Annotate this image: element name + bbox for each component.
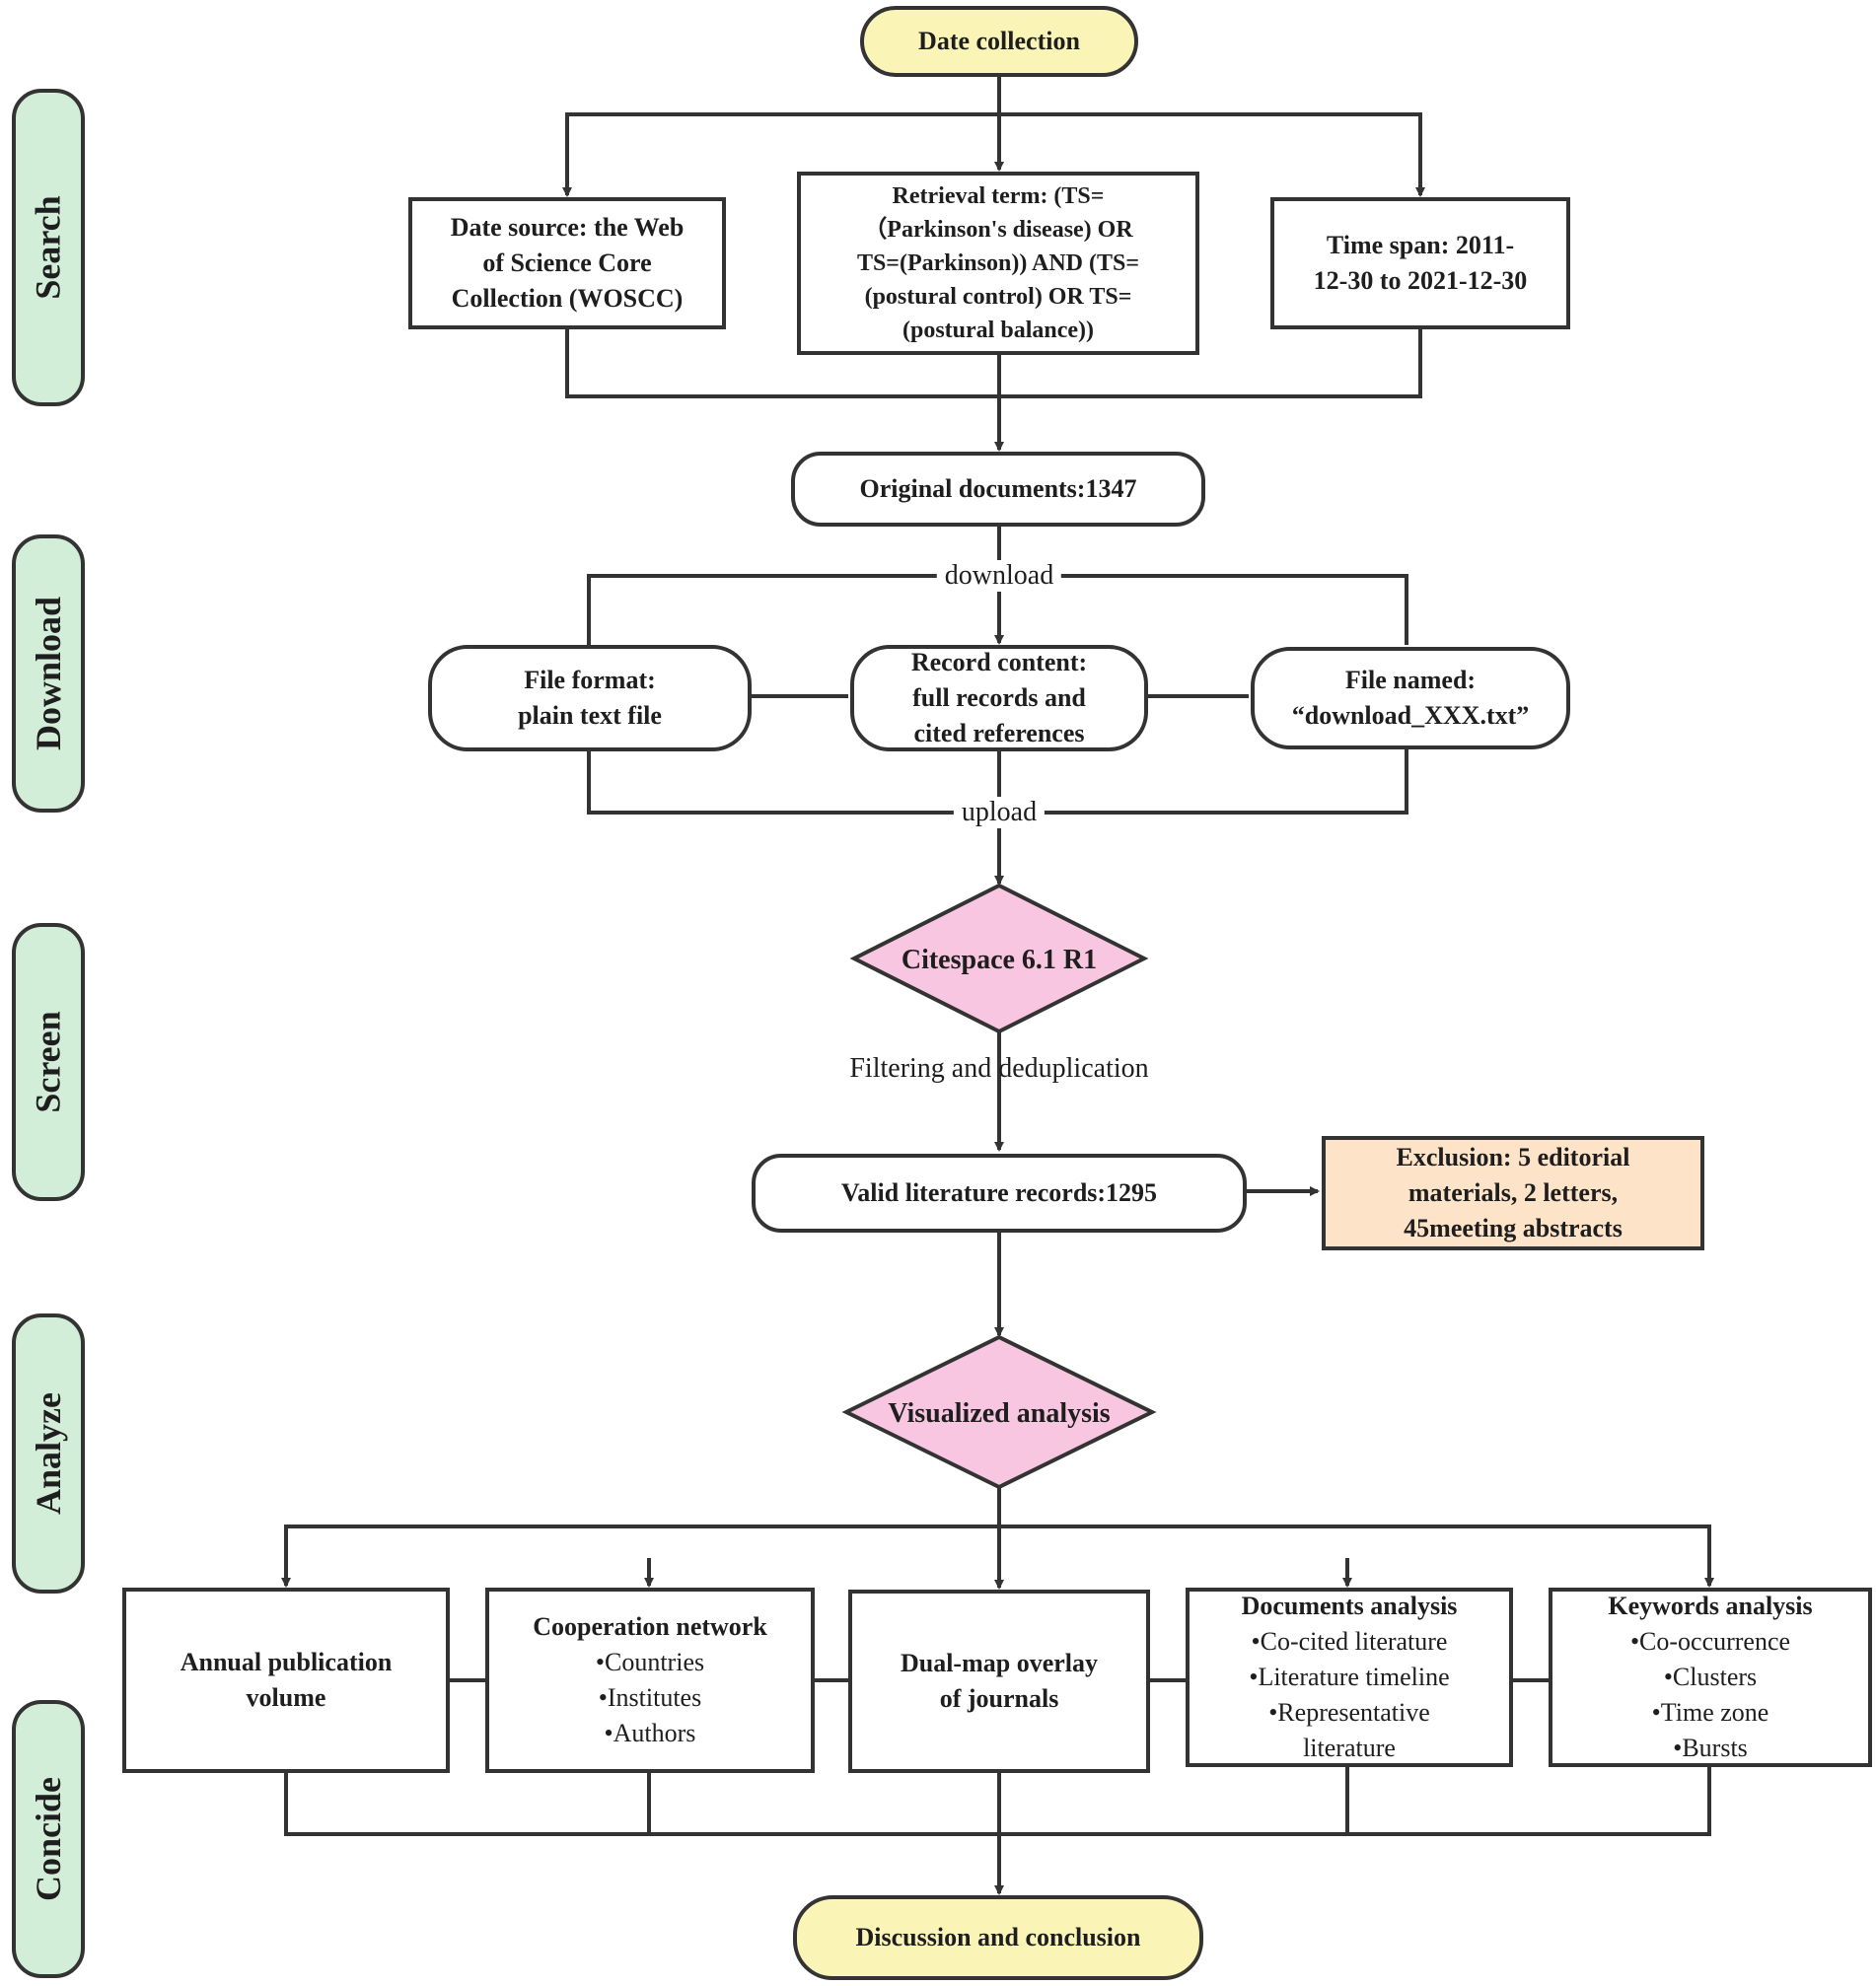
stage-conclude: Concide xyxy=(12,1700,85,1978)
documents-item-literature: literature xyxy=(1303,1734,1396,1762)
retrieval-term-line-3: TS=(Parkinson)) AND (TS= xyxy=(856,250,1140,276)
stage-screen: Screen xyxy=(12,923,85,1201)
cooperation-item-authors: •Authors xyxy=(604,1719,696,1747)
annual-publication-box: Annual publication volume xyxy=(122,1588,450,1773)
stage-analyze: Analyze xyxy=(12,1313,85,1594)
cooperation-title: Cooperation network xyxy=(533,1612,767,1641)
visualized-analysis-diamond xyxy=(841,1334,1157,1490)
file-named-line-1: File named: xyxy=(1344,666,1477,694)
citespace-diamond xyxy=(849,883,1149,1034)
download-label: download xyxy=(936,560,1062,592)
dual-map-box: Dual-map overlay of journals xyxy=(848,1590,1150,1773)
cooperation-network-box: Cooperation network •Countries •Institut… xyxy=(485,1588,815,1773)
cooperation-item-countries: •Countries xyxy=(595,1648,705,1676)
upload-label: upload xyxy=(953,797,1046,828)
keywords-item-cooccurrence: •Co-occurrence xyxy=(1629,1627,1791,1656)
keywords-item-bursts: •Bursts xyxy=(1673,1734,1748,1762)
record-content-node: Record content: full records and cited r… xyxy=(850,645,1148,751)
stage-download: Download xyxy=(12,534,85,813)
retrieval-term-line-2: （Parkinson's disease) OR xyxy=(863,217,1133,243)
date-collection-node: Date collection xyxy=(860,6,1138,77)
documents-item-cocited: •Co-cited literature xyxy=(1251,1627,1448,1656)
original-documents-node: Original documents:1347 xyxy=(791,452,1205,527)
retrieval-term-line-4: (postural control) OR TS= xyxy=(864,284,1132,310)
date-source-line-3: Collection (WOSCC) xyxy=(451,284,684,313)
cooperation-item-institutes: •Institutes xyxy=(598,1683,702,1712)
dual-map-line-1: Dual-map overlay xyxy=(900,1649,1099,1677)
valid-records-text: Valid literature records:1295 xyxy=(840,1178,1158,1207)
date-collection-text: Date collection xyxy=(918,27,1080,55)
time-span-line-1: Time span: 2011- xyxy=(1326,231,1515,259)
record-content-line-1: Record content: xyxy=(910,648,1088,676)
retrieval-term-line-5: (postural balance)) xyxy=(902,318,1094,343)
documents-title: Documents analysis xyxy=(1241,1592,1458,1620)
visualized-analysis-text: Visualized analysis xyxy=(888,1398,1111,1429)
exclusion-line-3: 45meeting abstracts xyxy=(1404,1214,1623,1242)
record-content-line-3: cited references xyxy=(913,719,1085,747)
retrieval-term-line-1: Retrieval term: (TS= xyxy=(892,183,1105,209)
time-span-line-2: 12-30 to 2021-12-30 xyxy=(1313,266,1528,295)
original-documents-text: Original documents:1347 xyxy=(859,474,1137,503)
annual-line-2: volume xyxy=(246,1683,326,1712)
date-source-line-2: of Science Core xyxy=(482,248,652,277)
stage-search: Search xyxy=(12,89,85,406)
exclusion-box: Exclusion: 5 editorial materials, 2 lett… xyxy=(1322,1136,1704,1250)
documents-item-timeline: •Literature timeline xyxy=(1249,1663,1450,1691)
keywords-item-clusters: •Clusters xyxy=(1663,1663,1758,1691)
keywords-title: Keywords analysis xyxy=(1608,1592,1813,1620)
filtering-label: Filtering and deduplication xyxy=(849,1053,1149,1084)
file-named-line-2: “download_XXX.txt” xyxy=(1291,701,1530,730)
discussion-conclusion-node: Discussion and conclusion xyxy=(793,1895,1203,1980)
discussion-conclusion-text: Discussion and conclusion xyxy=(855,1923,1141,1951)
valid-records-node: Valid literature records:1295 xyxy=(752,1154,1247,1233)
documents-item-representative: •Representative xyxy=(1268,1698,1430,1727)
file-format-line-2: plain text file xyxy=(518,701,662,730)
exclusion-line-2: materials, 2 letters, xyxy=(1407,1178,1619,1207)
citespace-text: Citespace 6.1 R1 xyxy=(901,945,1098,975)
file-format-line-1: File format: xyxy=(524,666,656,694)
file-named-node: File named: “download_XXX.txt” xyxy=(1251,647,1570,749)
dual-map-line-2: of journals xyxy=(939,1684,1059,1713)
time-span-box: Time span: 2011- 12-30 to 2021-12-30 xyxy=(1270,197,1570,329)
record-content-line-2: full records and xyxy=(912,683,1086,712)
retrieval-term-box: Retrieval term: (TS= （Parkinson's diseas… xyxy=(797,172,1199,355)
date-source-line-1: Date source: the Web xyxy=(450,213,685,242)
file-format-node: File format: plain text file xyxy=(428,645,752,751)
documents-analysis-box: Documents analysis •Co-cited literature … xyxy=(1186,1588,1513,1767)
keywords-analysis-box: Keywords analysis •Co-occurrence •Cluste… xyxy=(1549,1588,1872,1767)
keywords-item-timezone: •Time zone xyxy=(1651,1698,1769,1727)
date-source-box: Date source: the Web of Science Core Col… xyxy=(408,197,726,329)
annual-line-1: Annual publication xyxy=(180,1648,393,1676)
exclusion-line-1: Exclusion: 5 editorial xyxy=(1396,1143,1630,1171)
